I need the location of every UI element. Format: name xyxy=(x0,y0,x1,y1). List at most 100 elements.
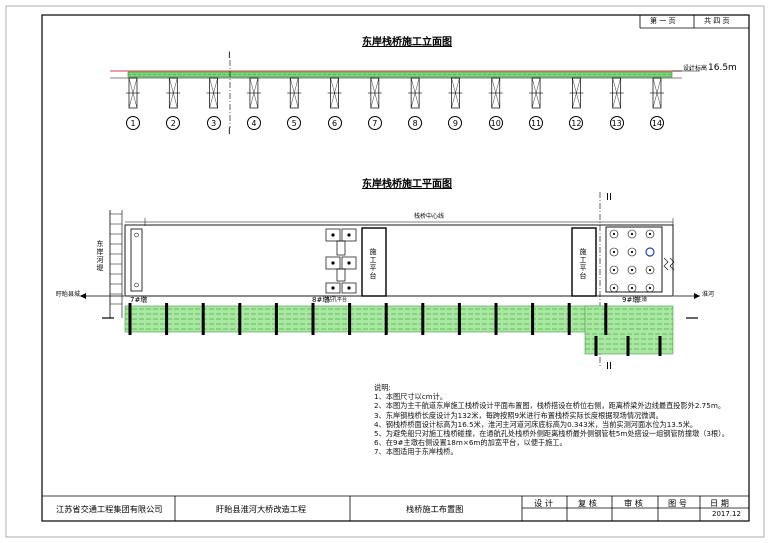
trestle-deck xyxy=(124,305,674,355)
pier-8-label: 8#墩 xyxy=(312,296,330,304)
elevation-pier xyxy=(287,77,302,109)
elevation-pier xyxy=(367,77,382,109)
elevation-pier xyxy=(569,77,584,109)
deck-elevation-value: 16.5m xyxy=(708,63,737,73)
elevation-title: 东岸栈桥施工立面图 xyxy=(362,37,452,48)
elevation-pier xyxy=(246,77,261,109)
design-label: 设 计 xyxy=(534,498,553,508)
elevation-pier xyxy=(166,77,181,109)
pier-9-pile xyxy=(627,229,637,239)
section-mark-i-bottom: I xyxy=(228,127,231,137)
pier-number: 1 xyxy=(126,116,140,130)
trestle-pile xyxy=(531,303,535,335)
pier-number: 13 xyxy=(609,116,624,130)
pier-9-pile xyxy=(627,265,637,275)
elevation-pier xyxy=(126,77,140,109)
pier-9-note: 主墩 xyxy=(637,297,648,303)
pier-9-pile xyxy=(645,265,655,275)
trestle-pile xyxy=(494,303,498,335)
pier-number: 6 xyxy=(327,116,342,130)
to-county-label: 盱眙县城 xyxy=(56,291,81,298)
pier-number: 12 xyxy=(569,116,584,130)
title-block xyxy=(42,495,749,521)
trestle-pile xyxy=(311,303,315,335)
deck-elevation-label: 设计标高 xyxy=(683,65,708,72)
trestle-pile xyxy=(457,303,461,335)
page-total: 共 四 页 xyxy=(704,17,730,25)
pier-number: 5 xyxy=(287,116,302,130)
pier-number: 10 xyxy=(488,116,503,130)
section-mark-i-top: I xyxy=(228,51,231,61)
project-name: 盱眙县淮河大桥改造工程 xyxy=(216,504,307,514)
note-line: 2、本图为主干航道东岸施工栈桥设计平面布置图，栈桥搭设在桥位右侧，距离桥梁外边线… xyxy=(374,401,726,411)
pier-9-pile xyxy=(645,247,655,257)
platform-right-label: 施工平台 xyxy=(579,248,587,280)
trestle-pile xyxy=(604,303,608,335)
pier-number: 14 xyxy=(650,116,664,130)
pier-9-pile xyxy=(609,247,619,257)
trestle-pile xyxy=(348,303,352,335)
trestle-pile xyxy=(421,303,425,335)
pier-number: 7 xyxy=(367,116,382,130)
trestle-pile xyxy=(201,303,205,335)
review-label: 复 核 xyxy=(578,498,597,508)
note-line: 4、钢栈桥桥面设计标高为16.5米，淮河主河道河床底标高为0.343米，当前实测… xyxy=(374,419,698,429)
trestle-pile xyxy=(274,303,278,335)
plan-title: 东岸栈桥施工平面图 xyxy=(362,179,452,190)
pier-9-pile xyxy=(609,283,619,293)
section-mark-ii-bottom: II xyxy=(606,361,612,372)
to-river-label: 淮河 xyxy=(702,291,715,298)
pier-9-pile xyxy=(609,229,619,239)
pier-number: 8 xyxy=(408,116,423,130)
note-line: 3、东岸钢栈桥长度设计为132米，每跨按照9米进行布置栈桥实际长度根据现场情况微… xyxy=(374,410,663,420)
pier-9-pile xyxy=(609,265,619,275)
elevation-pier xyxy=(609,77,624,109)
note-line: 说明: xyxy=(374,383,391,392)
pier-number: 9 xyxy=(448,116,463,130)
trestle-pile xyxy=(165,303,169,335)
pier-9-pile xyxy=(645,229,655,239)
drawing-name: 栈桥施工布置图 xyxy=(406,504,464,514)
note-line: 7、本图适用于东岸栈桥。 xyxy=(374,447,458,457)
elevation-pier xyxy=(206,77,221,109)
elevation-view xyxy=(110,60,700,128)
pier-9-pile xyxy=(645,283,655,293)
pier-9-label: 9#墩 xyxy=(622,296,640,304)
pier-8-note: 钻孔平台 xyxy=(327,297,348,303)
trestle-pile xyxy=(658,336,662,356)
drawing-number-label: 图 号 xyxy=(668,498,687,508)
note-line: 6、在9#主墩右侧设置18m×6m的加宽平台，以便于施工。 xyxy=(374,438,567,448)
pier-number: 4 xyxy=(246,116,261,130)
trestle-pile xyxy=(567,303,571,335)
audit-label: 审 核 xyxy=(624,498,643,508)
elevation-pier xyxy=(408,77,423,109)
pier-number: 3 xyxy=(206,116,221,130)
elevation-pier xyxy=(650,77,664,109)
date-label: 日 期 xyxy=(710,498,729,508)
elevation-pier xyxy=(488,77,503,109)
pier-7-label: 7#墩 xyxy=(130,296,148,304)
elevation-pier xyxy=(448,77,463,109)
pier-number: 2 xyxy=(166,116,181,130)
pier-9-pile xyxy=(627,247,637,257)
page-number: 第 一 页 xyxy=(650,17,676,25)
trestle-pile xyxy=(384,303,388,335)
pier-number: 11 xyxy=(529,116,544,130)
note-line: 5、为避免船只对施工栈桥碰撞，在通航孔处栈桥外侧距离栈桥最外侧钢管桩5m处搭设一… xyxy=(374,429,729,439)
platform-left-label: 施工平台 xyxy=(369,248,377,280)
date-value: 2017.12 xyxy=(712,510,741,518)
embankment-label: 东岸河堤 xyxy=(96,240,104,272)
company-name: 江苏省交通工程集团有限公司 xyxy=(56,504,163,514)
elevation-pier xyxy=(529,77,544,109)
trestle-pile xyxy=(626,336,630,356)
pier-9-pile xyxy=(627,283,637,293)
elevation-pier xyxy=(327,77,342,109)
design-notes: 说明:1、本图尺寸以cm计。2、本图为主干航道东岸施工栈桥设计平面布置图，栈桥搭… xyxy=(374,383,744,457)
plan-view xyxy=(80,192,700,366)
section-mark-ii-top: II xyxy=(606,192,612,203)
note-line: 1、本图尺寸以cm计。 xyxy=(374,392,448,402)
trestle-pile xyxy=(238,303,242,335)
trestle-pile xyxy=(594,336,598,356)
trestle-pile xyxy=(128,303,132,335)
